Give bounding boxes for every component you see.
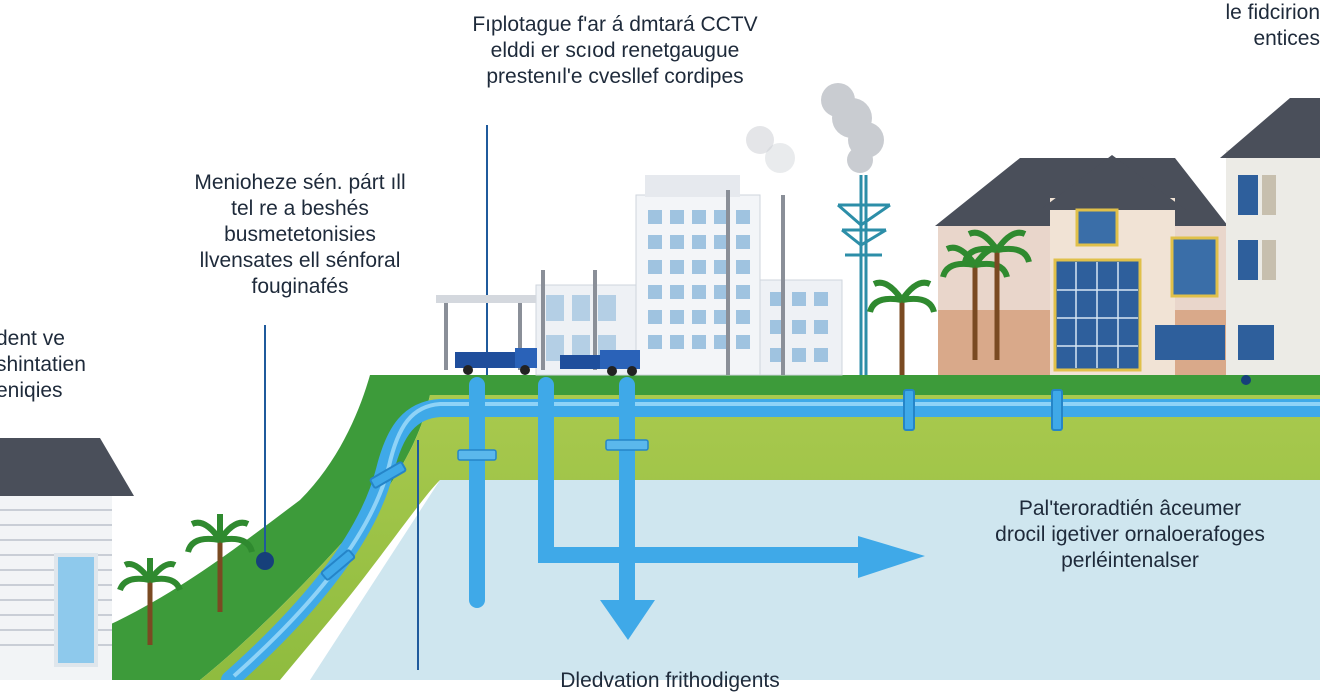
far-left-label: dent ve shintatien eniqies: [0, 327, 86, 402]
building-icon: [1220, 98, 1320, 375]
truck-icon: [455, 348, 537, 375]
house-icon: [0, 438, 134, 680]
flow-arrow-icon: [858, 536, 925, 578]
bottom-center-label: Dledvation frithodigents: [560, 669, 780, 692]
flow-arrow-icon: [600, 600, 655, 640]
main-pipe-highlight: [232, 402, 1320, 678]
pipe-joint: [320, 389, 1063, 581]
cctv-inspection-label: Fıplotague f'ar á dmtará CCTV elddi er s…: [472, 13, 758, 88]
palm-tree-icon: [185, 514, 255, 612]
palm-tree-icon: [117, 558, 183, 645]
underground-right-label: Pal'teroradtién âceumer drocil igetiver …: [995, 497, 1265, 572]
leader-dot: [1241, 375, 1251, 385]
palm-tree-icon: [962, 229, 1032, 360]
building-icon: [436, 175, 843, 376]
leader-dot: [256, 552, 274, 570]
smoke-icon: [746, 83, 884, 173]
diagram-scene: [0, 83, 1320, 680]
drop-pipes: [469, 377, 868, 608]
middle-left-label: Menioheze sén. párt ıll tel re a beshés …: [194, 171, 406, 298]
truck-icon: [560, 350, 640, 376]
drop-pipe-joints: [457, 439, 649, 461]
palm-tree-icon: [867, 279, 937, 375]
top-right-label: le fidcirion entices: [1225, 1, 1320, 50]
tower-icon: [837, 175, 891, 375]
underground-water: [310, 480, 1320, 680]
